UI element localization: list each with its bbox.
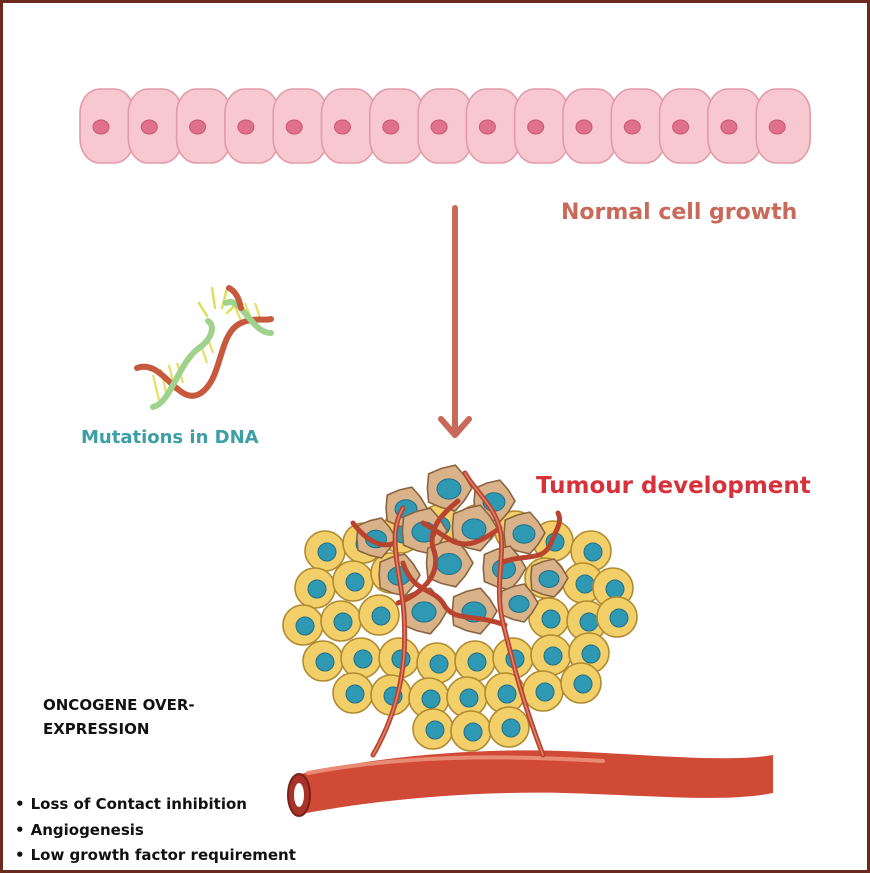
- oncogene-title: ONCOGENE OVER- EXPRESSION: [43, 693, 195, 741]
- normal-cell: [658, 88, 715, 164]
- cancer-cell: [503, 511, 546, 555]
- diagram-graphic: [79, 88, 812, 817]
- blood-vessel: [287, 750, 773, 817]
- normal-cell: [175, 88, 232, 164]
- oncogene-title-line1: ONCOGENE OVER-: [43, 696, 195, 714]
- dna-mutation-label: Mutations in DNA: [81, 427, 259, 448]
- dna-helix-icon: [134, 285, 274, 410]
- cancer-cell: [482, 545, 527, 591]
- normal-cell: [272, 88, 329, 164]
- tumour-cell: [282, 604, 324, 646]
- tumour-cell: [332, 672, 374, 714]
- cancer-cell: [425, 538, 474, 588]
- normal-cell: [707, 88, 763, 164]
- tumour-cell: [570, 530, 612, 572]
- angiogenesis-vessels: [350, 470, 563, 758]
- tumour-cell: [302, 640, 344, 682]
- tumour-cell: [560, 662, 602, 704]
- normal-cell: [755, 88, 812, 164]
- tumour-cell: [412, 708, 454, 750]
- normal-cell: [79, 88, 135, 164]
- tumour-cell: [596, 596, 638, 638]
- tumour-cell: [320, 600, 362, 642]
- tumour-cell: [522, 670, 564, 712]
- tumour-cell: [294, 567, 336, 609]
- tumour-cell: [530, 634, 572, 676]
- normal-cell: [368, 88, 425, 164]
- normal-cell: [224, 88, 280, 164]
- normal-cell: [417, 88, 473, 164]
- effect-item: • Low growth factor requirement: [15, 843, 296, 869]
- tumour-cell: [450, 710, 492, 752]
- normal-cell: [465, 88, 522, 164]
- bullet-icon: •: [15, 846, 25, 864]
- normal-cell: [513, 88, 570, 164]
- effect-text: Loss of Contact inhibition: [30, 795, 247, 813]
- tumour-cell: [488, 706, 530, 748]
- tumour-development-label: Tumour development: [536, 473, 811, 499]
- cancer-cell: [426, 464, 473, 512]
- effect-item: • Angiogenesis: [15, 818, 296, 844]
- growth-arrow: [438, 205, 472, 438]
- normal-growth-label: Normal cell growth: [561, 200, 798, 225]
- normal-cell: [320, 88, 377, 164]
- tumour-cell: [416, 642, 458, 684]
- effect-text: Low growth factor requirement: [30, 846, 296, 864]
- bullet-icon: •: [15, 795, 25, 813]
- cancer-cell: [451, 587, 498, 635]
- normal-cell: [610, 88, 667, 164]
- tumour-cell: [340, 637, 382, 679]
- effect-text: Angiogenesis: [30, 820, 144, 839]
- tumour-cell: [358, 594, 400, 636]
- tumour-cell: [378, 637, 420, 679]
- cancer-cell: [530, 558, 569, 598]
- tumour-cell: [454, 640, 496, 682]
- tumour-cell: [304, 530, 346, 572]
- bullet-icon: •: [15, 820, 25, 839]
- normal-cell: [127, 88, 184, 164]
- cancer-cell: [500, 583, 539, 623]
- normal-cell-row: [79, 88, 812, 164]
- effect-item: • Loss of Contact inhibition: [15, 792, 296, 818]
- effects-list: • Loss of Contact inhibition • Angiogenesi…: [15, 792, 296, 869]
- normal-cell: [562, 88, 618, 164]
- tumour-cell: [332, 560, 374, 602]
- oncogene-title-line2: EXPRESSION: [43, 720, 150, 738]
